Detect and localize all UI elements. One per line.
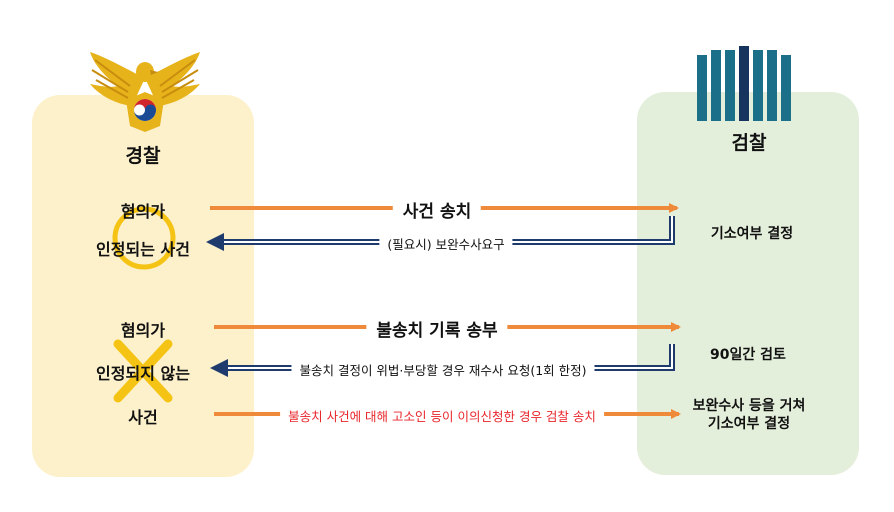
forward-label-2: 불송치 기록 송부 <box>366 316 508 341</box>
case1-label-line2: 인정되는 사건 <box>96 240 190 259</box>
x-mark-icon <box>113 339 173 403</box>
case2-label-line2: 인정되지 않는 <box>96 364 190 383</box>
prosecution-emblem-icon <box>697 46 791 121</box>
forward-label-3: 불송치 사건에 대해 고소인 등이 이의신청한 경우 검찰 송치 <box>280 406 604 425</box>
police-title: 경찰 <box>125 145 161 167</box>
forward-label-1: 사건 송치 <box>392 197 482 222</box>
case2-label-line3: 사건 <box>128 408 158 427</box>
return-arrow-1 <box>206 216 675 251</box>
decision-3: 보완수사 등을 거쳐 기소여부 결정 <box>693 397 806 433</box>
prosecution-title: 검찰 <box>731 132 767 154</box>
return-label-2: 불송치 결정이 위법·부당할 경우 재수사 요청(1회 한정) <box>291 360 595 379</box>
circle-o-icon <box>112 206 176 270</box>
decision-2: 90일간 검토 <box>710 347 786 363</box>
police-emblem-icon <box>90 52 200 132</box>
case2-label-line1: 혐의가 <box>120 321 166 340</box>
decision-3-line1: 보완수사 등을 거쳐 <box>692 398 806 414</box>
return-label-1: (필요시) 보완수사요구 <box>379 234 513 253</box>
decision-1: 기소여부 결정 <box>710 226 794 242</box>
case1-label-line1: 혐의가 <box>120 202 166 221</box>
decision-3-line2: 기소여부 결정 <box>707 416 791 432</box>
